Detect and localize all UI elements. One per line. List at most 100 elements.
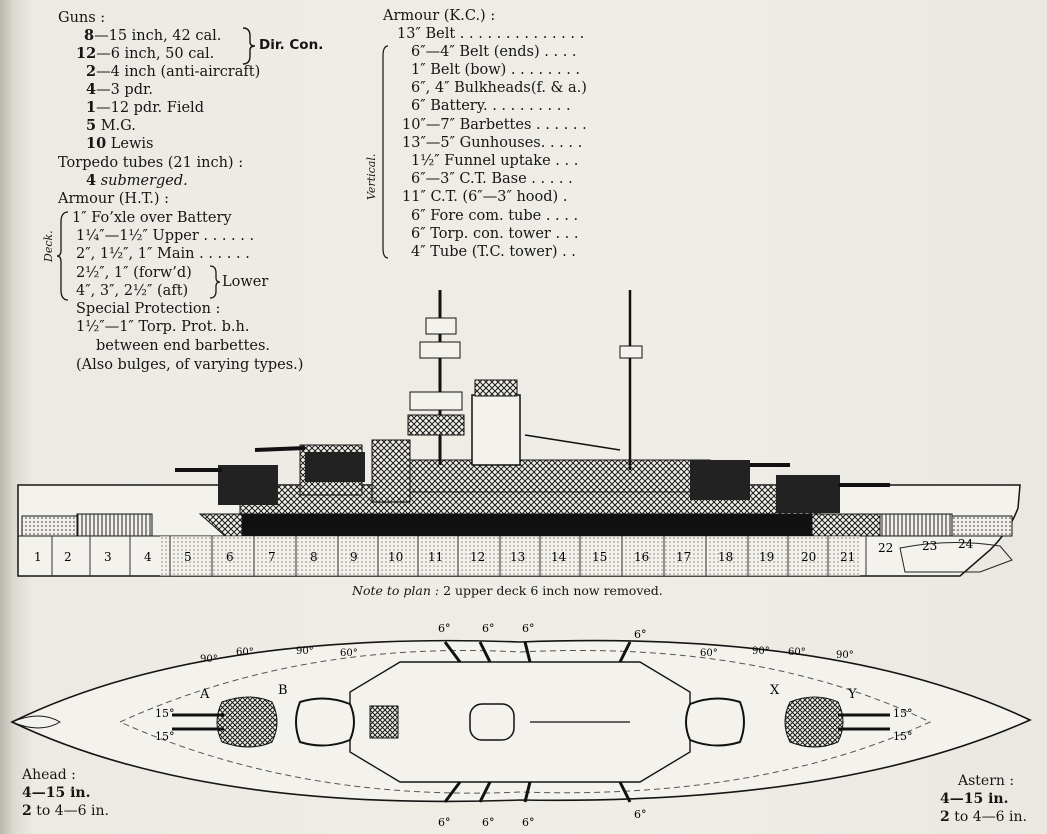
armour-kc-item-1: 6″—4″ Belt (ends) . . . . (411, 44, 577, 60)
arc-label-6: 6° (634, 628, 647, 641)
note-text: 2 upper deck 6 inch now removed. (443, 583, 663, 598)
section-shading (160, 536, 860, 576)
stern-belt (951, 515, 1013, 537)
desc: —12 pdr. Field (96, 100, 204, 116)
arc-label-15: 15° (893, 730, 913, 743)
arc-label-15: 15° (893, 707, 913, 720)
section-number: 11 (428, 550, 443, 564)
turret-a-plan (216, 696, 278, 748)
conning-tower-plan (369, 705, 399, 739)
bold-part: 2 (940, 809, 950, 825)
count: 4 (86, 81, 97, 98)
arc-label-6: 6° (522, 622, 535, 635)
special-protection-line1: 1½″—1″ Torp. Prot. b.h. (76, 319, 250, 335)
guns-line-4in: 2—4 inch (anti-aircraft) (86, 63, 260, 81)
section-number: 2 (64, 550, 72, 564)
count: 12 (76, 45, 97, 62)
note-label: Note to plan : (352, 583, 440, 598)
astern-line2: 2 to 4—6 in. (940, 808, 1027, 826)
conning-tower (371, 439, 411, 503)
turret-b-plan (295, 697, 355, 747)
main-belt (242, 514, 812, 536)
section-number: 13 (510, 550, 525, 564)
arc-label: 90° (752, 646, 770, 657)
section-number: 20 (801, 550, 816, 564)
section-number: 6 (226, 550, 234, 564)
ship-profile: 1 2 3 4 5 6 7 8 9 10 11 12 13 14 15 16 1… (17, 290, 1021, 577)
arc-label-15: 15° (155, 730, 175, 743)
section-numbers: 1 2 3 4 5 6 7 8 9 10 11 12 13 14 15 16 1… (34, 537, 974, 564)
guns-line-15in: 8—15 inch, 42 cal. (84, 27, 221, 45)
arc-label: 60° (236, 647, 254, 658)
special-protection-heading: Special Protection : (76, 301, 221, 317)
section-number: 18 (718, 550, 733, 564)
rest: to 4—6 in. (954, 809, 1027, 825)
ahead-line2: 2 to 4—6 in. (22, 802, 109, 820)
fwd-bulkhead (76, 513, 153, 537)
guns-line-mg: 5 M.G. (86, 117, 136, 135)
special-protection-line2: between end barbettes. (96, 338, 271, 354)
astern-line1: 4—15 in. (940, 791, 1009, 807)
count: 2 (86, 63, 97, 80)
vertical-brace (382, 45, 389, 259)
arc-label: 60° (788, 647, 806, 658)
section-number: 5 (184, 550, 192, 564)
armour-ht-heading: Armour (H.T.) : (58, 191, 169, 207)
armour-kc-item-12: 4″ Tube (T.C. tower) . . (411, 244, 576, 260)
arc-label-6: 6° (482, 622, 495, 635)
count: 5 (86, 117, 97, 134)
torpedo-heading: Torpedo tubes (21 inch) : (58, 155, 244, 171)
armour-lower-fwd: 2½″, 1″ (forw’d) (76, 265, 192, 281)
dircon-label: Dir. Con. (259, 37, 324, 53)
desc: M.G. (100, 118, 136, 134)
belt-aft-end (811, 513, 881, 537)
upper-deck (409, 459, 711, 493)
arc-label-6: 6° (438, 816, 451, 829)
section-number: 22 (878, 541, 893, 555)
arc-label: 90° (200, 654, 218, 665)
bold-part: 2 (22, 803, 32, 819)
guns-line-12pdr: 1—12 pdr. Field (86, 99, 204, 117)
section-number: 8 (310, 550, 318, 564)
section-number: 10 (388, 550, 403, 564)
armour-kc-heading: Armour (K.C.) : (383, 8, 496, 24)
section-number: 19 (759, 550, 774, 564)
deck-brace (56, 211, 69, 301)
torpedo-line: 4 submerged. (86, 172, 188, 190)
arc-label-6: 6° (634, 808, 647, 821)
armour-foxle: 1″ Fo’xle over Battery (72, 210, 232, 226)
armour-kc-item-7: 1½″ Funnel uptake . . . (411, 153, 579, 169)
desc: —6 inch, 50 cal. (96, 46, 215, 62)
turret-label-a: A (199, 687, 210, 702)
section-number: 1 (34, 550, 42, 564)
armour-lower-aft: 4″, 3″, 2½″ (aft) (76, 283, 189, 299)
section-number: 16 (634, 550, 649, 564)
section-number: 3 (104, 550, 112, 564)
armour-kc-item-2: 1″ Belt (bow) . . . . . . . . (411, 62, 581, 78)
count: 1 (86, 99, 97, 116)
arc-label: 60° (340, 648, 358, 659)
ahead-heading: Ahead : (22, 767, 76, 783)
armour-kc-item-5: 10″—7″ Barbettes . . . . . . (402, 117, 587, 133)
astern-heading: Astern : (958, 773, 1015, 789)
aft-bulkhead (879, 513, 953, 537)
section-number: 14 (551, 550, 567, 564)
armour-main: 2″, 1½″, 1″ Main . . . . . . (76, 246, 250, 262)
turret-label-y: Y (847, 687, 857, 702)
arc-outline (119, 649, 932, 794)
desc: —3 pdr. (96, 82, 153, 98)
dircon-brace (242, 27, 256, 65)
desc: —4 inch (anti-aircraft) (96, 64, 261, 80)
count: 4 (86, 172, 97, 189)
arc-label: 90° (836, 650, 854, 661)
section-number: 24 (958, 537, 974, 551)
section-number: 9 (350, 550, 358, 564)
section-dividers (51, 536, 867, 576)
armour-kc-item-10: 6″ Fore com. tube . . . . (411, 208, 579, 224)
desc: Lewis (110, 136, 154, 152)
armour-kc-item-9: 11″ C.T. (6″—3″ hood) . (402, 189, 568, 205)
count: 8 (84, 27, 95, 44)
section-number: 4 (144, 550, 152, 564)
armour-kc-item-11: 6″ Torp. con. tower . . . (411, 226, 579, 242)
